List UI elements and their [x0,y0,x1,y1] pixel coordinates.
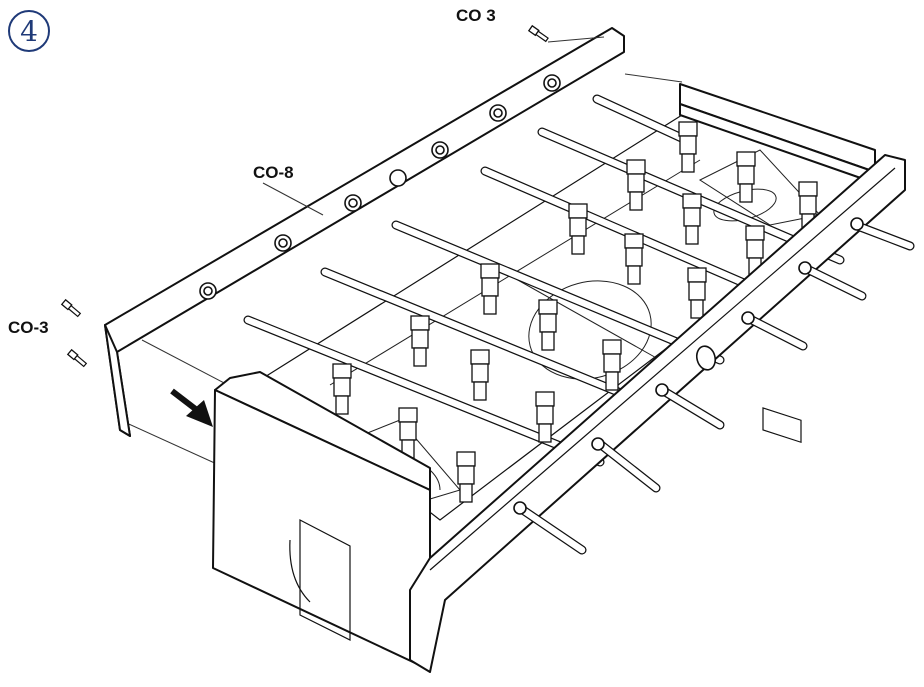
screw-icon [66,348,88,368]
player-figure [398,407,418,459]
player-figure [568,203,588,255]
player-figure [480,263,500,315]
player-figure [410,315,430,367]
player-figure [535,391,555,443]
label-screw-top: CO 3 [456,6,496,25]
player-figure [736,151,756,203]
screw-guide-line [547,36,605,43]
step-badge: 4 [8,10,50,52]
rod-handles [513,217,915,555]
player-figure [678,121,698,173]
player-figure [602,339,622,391]
side-panel-co8 [104,27,625,437]
right-side-rail [409,154,906,673]
player-figure [682,193,702,245]
label-side-panel: CO-8 [253,163,294,182]
step-number: 4 [20,15,38,48]
screw-icon [60,298,82,318]
label-screw-left: CO-3 [8,318,49,337]
near-goal-block [212,371,431,671]
player-figure [626,159,646,211]
screw-icon [527,24,549,43]
player-figure [456,451,476,503]
player-figure [687,267,707,319]
arrow-icon [170,388,213,427]
player-figure [624,233,644,285]
player-figure [470,349,490,401]
assembly-guide-lines [119,73,683,471]
foosball-players [332,121,818,503]
player-figure [538,299,558,351]
player-figure [332,363,352,415]
